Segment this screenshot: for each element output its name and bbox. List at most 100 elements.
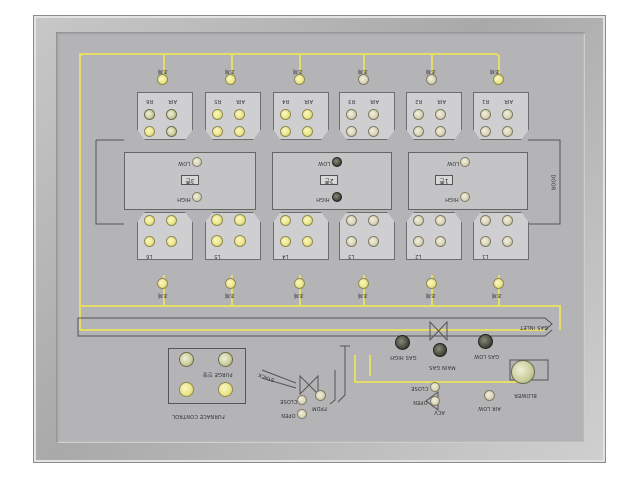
air-lamp [166, 109, 177, 120]
air-lamp [368, 109, 379, 120]
main-gas-lamp [433, 343, 447, 357]
air-lamp [166, 236, 177, 247]
flame-lamp [166, 126, 177, 137]
furnace-lamp-3[interactable] [179, 382, 194, 397]
air-lamp [302, 236, 313, 247]
fpdm-label: FPDM [312, 405, 327, 411]
half-lamp [144, 236, 155, 247]
fpdm-close-label: CLOSE [280, 398, 298, 404]
purge-lamp[interactable] [218, 352, 233, 367]
full-lamp [413, 215, 424, 226]
module-label: L6 [146, 253, 153, 259]
flame-lamp [502, 215, 513, 226]
module-label: R1 [482, 98, 490, 104]
burner-valve-lamp [426, 278, 437, 289]
half-lamp [346, 236, 357, 247]
air-lamp [502, 109, 513, 120]
gas-high-label: GAS HIGH [390, 354, 417, 360]
module-label: AIR [304, 98, 313, 104]
zone-3-low-lamp [192, 157, 202, 167]
burner-valve-lamp [358, 278, 369, 289]
flame-lamp [302, 215, 313, 226]
module-label: L2 [415, 253, 422, 259]
burner-valve-lamp [426, 74, 437, 85]
flame-lamp [435, 126, 446, 137]
air-low-lamp [484, 390, 495, 401]
module-label: AIR [370, 98, 379, 104]
half-lamp [212, 109, 223, 120]
half-lamp [346, 109, 357, 120]
module-label: AIR [437, 98, 446, 104]
burner-valve-lamp [225, 278, 236, 289]
burner-tag: 조폐 [293, 68, 303, 74]
acv-open-label: OPEN [413, 399, 428, 405]
flame-lamp [368, 126, 379, 137]
module-label: AIR [236, 98, 245, 104]
burner-tag: 조폐 [294, 292, 304, 298]
air-lamp [435, 109, 446, 120]
full-lamp [480, 215, 491, 226]
half-lamp [280, 236, 291, 247]
module-label: AIR [504, 98, 513, 104]
burner-tag: 조폐 [358, 68, 368, 74]
air-lamp [234, 235, 246, 247]
module-label: R5 [214, 98, 222, 104]
fpdm-lamp [315, 390, 326, 401]
half-lamp [480, 109, 491, 120]
burner-tag: 조폐 [225, 68, 235, 74]
full-lamp [346, 126, 357, 137]
burner-tag: 조폐 [158, 292, 168, 298]
flame-lamp [368, 215, 379, 226]
burner-valve-lamp [225, 74, 236, 85]
full-lamp [480, 126, 491, 137]
blower-icon [511, 360, 535, 384]
half-lamp [413, 109, 424, 120]
acv-close-label: CLOSE [411, 385, 429, 391]
module-label: L3 [348, 253, 355, 259]
full-lamp [346, 215, 357, 226]
zone-3-label: 3존 [181, 175, 199, 185]
zone-1-high-lamp [460, 192, 470, 202]
full-lamp [280, 215, 291, 226]
burner-valve-lamp [157, 278, 168, 289]
full-lamp [144, 126, 155, 137]
gas-high-lamp [395, 335, 410, 350]
zone-2-low-label: LOW [318, 160, 331, 166]
zone-1-low-label: LOW [447, 160, 460, 166]
acv-close-lamp [430, 382, 440, 392]
main-gas-label: MAIN GAS [429, 364, 456, 370]
burner-valve-lamp [493, 278, 504, 289]
module-label: L4 [282, 253, 289, 259]
zone-1-label: 1존 [435, 175, 453, 185]
flame-lamp [234, 126, 245, 137]
fpdm-open-label: OPEN [281, 412, 296, 418]
zone-3-high-lamp [192, 192, 202, 202]
furnace-lamp-1[interactable] [179, 352, 194, 367]
module-label: R4 [282, 98, 290, 104]
air-lamp [435, 236, 446, 247]
air-lamp [302, 109, 313, 120]
burner-tag: 조폐 [426, 68, 436, 74]
half-lamp [211, 235, 223, 247]
gas-inlet-label: GAS INLET [520, 324, 549, 330]
burner-tag: 조폐 [358, 292, 368, 298]
half-lamp [413, 236, 424, 247]
air-lamp [234, 109, 245, 120]
fpdm-close-lamp [297, 395, 307, 405]
module-label: R3 [348, 98, 356, 104]
acv-open-lamp [430, 396, 440, 406]
purge-label: PURGE 진행 [203, 371, 233, 377]
full-lamp [413, 126, 424, 137]
flame-lamp [166, 215, 177, 226]
burner-tag: 조폐 [492, 292, 502, 298]
burner-tag: 조폐 [158, 68, 168, 74]
blower-label: BLOWER [514, 392, 537, 398]
burner-valve-lamp [157, 74, 168, 85]
zone-2-high-lamp [332, 192, 342, 202]
furnace-lamp-4[interactable] [218, 382, 233, 397]
zone-2-label: 2존 [320, 175, 338, 185]
flame-lamp [435, 215, 446, 226]
burner-valve-lamp [493, 74, 504, 85]
full-lamp [280, 126, 291, 137]
zone-1-high-label: HIGH [445, 196, 459, 202]
